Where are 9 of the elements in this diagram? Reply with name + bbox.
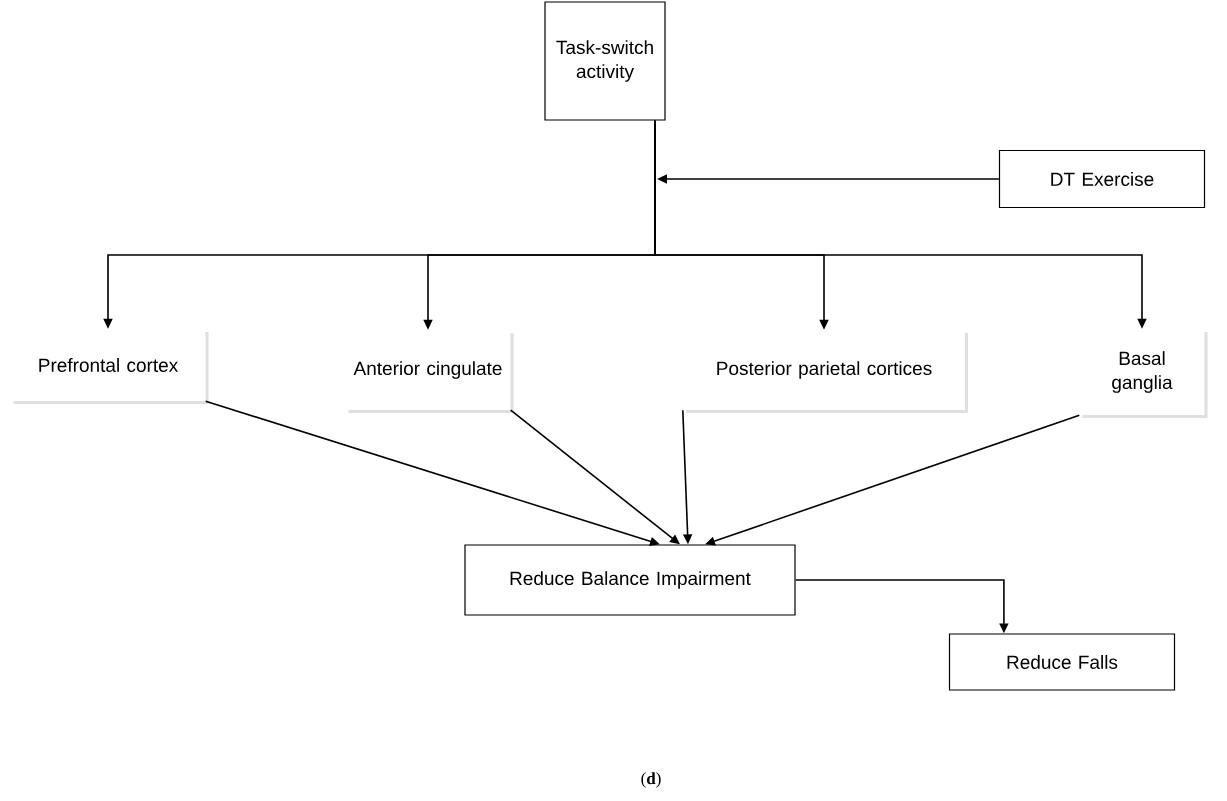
region-box: Prefrontal cortex	[10, 329, 209, 404]
process-box: Task-switch activity	[544, 1, 666, 121]
process-box: Reduce Balance Impairment	[464, 544, 796, 616]
process-box: Reduce Falls	[948, 633, 1176, 691]
region-box: Basal ganglia	[1079, 329, 1208, 418]
caption: (d)	[641, 772, 661, 788]
process-box: DT Exercise	[998, 149, 1206, 209]
region-box: Anterior cingulate	[345, 330, 514, 413]
region-box: Posterior parietal cortices	[683, 330, 968, 413]
